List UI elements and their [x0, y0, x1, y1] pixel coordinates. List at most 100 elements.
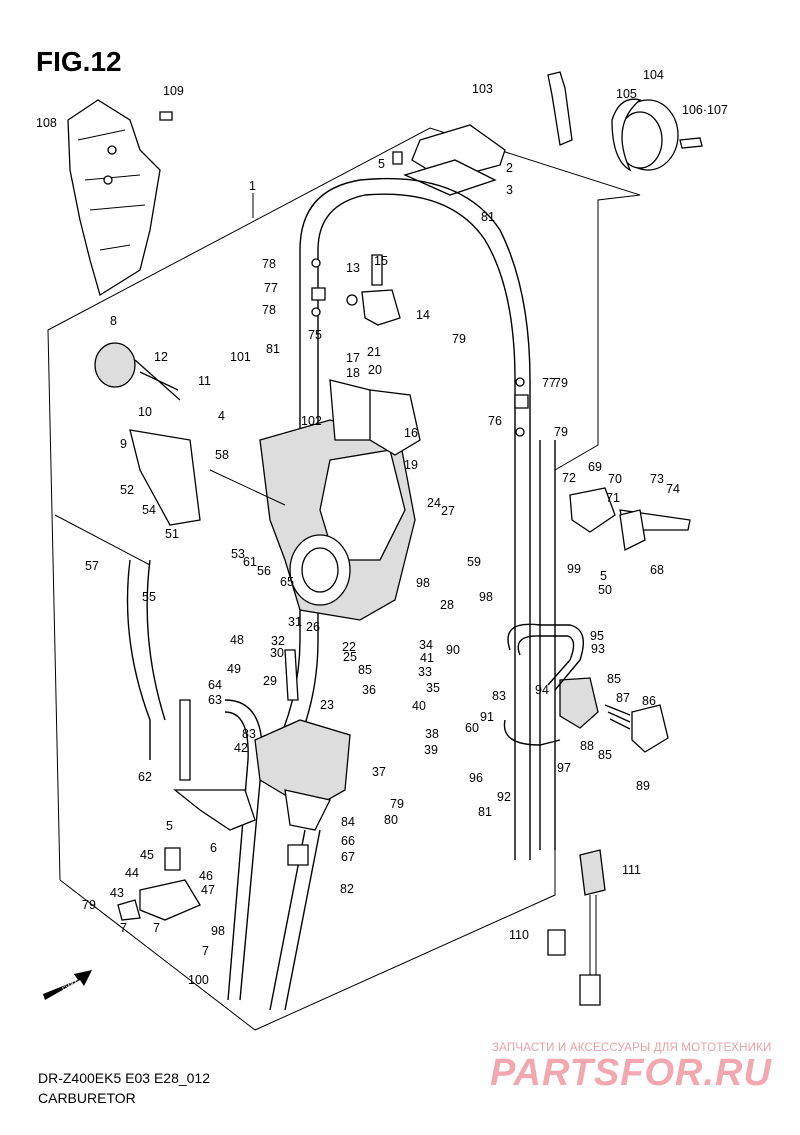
part-callout: 108	[36, 116, 57, 130]
part-callout: 87	[616, 691, 630, 705]
part-callout: 7	[120, 921, 127, 935]
part-callout: 102	[301, 414, 322, 428]
part-callout: 1	[249, 179, 256, 193]
part-callout: 29	[263, 674, 277, 688]
part-callout: 18	[346, 366, 360, 380]
part-callout: 45	[140, 848, 154, 862]
vent-hose-82	[299, 177, 531, 860]
part-callout: 7	[202, 944, 209, 958]
knob-8	[94, 342, 136, 388]
spring-48	[164, 847, 181, 871]
pump-body-87	[559, 677, 599, 729]
figure-title: FIG.12	[36, 46, 122, 77]
part-callout: 94	[535, 683, 549, 697]
part-callout: 92	[497, 790, 511, 804]
assembly-frame	[47, 127, 641, 1031]
part-callout: 85	[598, 748, 612, 762]
throttle-valve-19	[329, 379, 376, 441]
part-callout: 83	[242, 727, 256, 741]
part-callout: 50	[598, 583, 612, 597]
part-callout: 78	[262, 257, 276, 271]
part-callout: 7	[153, 921, 160, 935]
part-callout: 96	[469, 771, 483, 785]
part-callout: 22	[342, 640, 356, 654]
part-callout: 90	[446, 643, 460, 657]
part-callout: 82	[340, 882, 354, 896]
part-callout: 31	[288, 615, 302, 629]
part-callout: 99	[567, 562, 581, 576]
part-callout: 8	[110, 314, 117, 328]
part-callout: 38	[425, 727, 439, 741]
part-callout: 86	[642, 694, 656, 708]
part-callout: 13	[346, 261, 360, 275]
screw-110	[679, 137, 703, 149]
part-callout: 104	[643, 68, 664, 82]
clamp-109	[611, 98, 642, 172]
screw-5a	[392, 151, 403, 165]
part-callout: 5	[378, 157, 385, 171]
cover-89	[631, 704, 669, 753]
part-callout: 40	[412, 699, 426, 713]
sensor-114	[579, 849, 606, 896]
part-callout: 26	[306, 620, 320, 634]
part-callout: 49	[227, 662, 241, 676]
spring-88	[604, 704, 631, 730]
gasket-3	[403, 159, 497, 196]
part-callout: 56	[257, 564, 271, 578]
part-callout: 79	[452, 332, 466, 346]
jet-needle-31	[284, 649, 299, 701]
part-callout: 16	[404, 426, 418, 440]
part-callout: 12	[154, 350, 168, 364]
model-code: DR-Z400EK5 E03 E28_012	[38, 1070, 210, 1086]
hose-96	[507, 623, 584, 691]
lever-64	[173, 789, 256, 831]
part-callout: 51	[165, 527, 179, 541]
part-callout: 42	[234, 741, 248, 755]
vent-hose-83b	[126, 559, 151, 760]
part-callout: 20	[368, 363, 382, 377]
part-callout: 15	[374, 254, 388, 268]
part-callout: 36	[362, 683, 376, 697]
part-callout: 62	[138, 770, 152, 784]
part-callout: 37	[372, 765, 386, 779]
part-callout: 71	[606, 491, 620, 505]
part-callout: 69	[588, 460, 602, 474]
part-callout: 79	[554, 425, 568, 439]
part-callout: 48	[230, 633, 244, 647]
part-callout: 98	[211, 924, 225, 938]
cable-bracket-53	[129, 429, 201, 526]
part-callout: 79	[390, 797, 404, 811]
part-callout: 32	[271, 634, 285, 648]
part-callout: 10	[138, 405, 152, 419]
fwd-label: FWD	[62, 980, 79, 994]
part-callout: 9	[120, 437, 127, 451]
part-callout: 110	[509, 928, 529, 942]
part-callout: 72	[562, 471, 576, 485]
part-callout: 35	[426, 681, 440, 695]
part-callout: 111	[622, 863, 641, 877]
part-callout: 75	[308, 328, 322, 342]
part-callout: 84	[341, 815, 355, 829]
part-callout: 60	[465, 721, 479, 735]
needle-66	[179, 699, 191, 781]
part-callout: 61	[243, 555, 257, 569]
part-callout: 79	[82, 898, 96, 912]
part-callout: 97	[557, 761, 571, 775]
part-callout: 100	[188, 973, 209, 987]
part-callout: 58	[215, 448, 229, 462]
connector-114	[579, 974, 601, 1006]
part-callout: 83	[492, 689, 506, 703]
part-callout: 41	[420, 651, 434, 665]
part-callout: 88	[580, 739, 594, 753]
part-callout: 95	[590, 629, 604, 643]
part-callout: 30	[270, 646, 284, 660]
tee-fitting-78	[311, 287, 326, 301]
part-callout: 79	[554, 376, 568, 390]
part-callout: 81	[266, 342, 280, 356]
part-callout: 2	[506, 161, 513, 175]
part-callout: 77	[264, 281, 278, 295]
bracket-106-107	[547, 71, 573, 146]
part-callout: 6	[210, 841, 217, 855]
part-callout: 66	[341, 834, 355, 848]
